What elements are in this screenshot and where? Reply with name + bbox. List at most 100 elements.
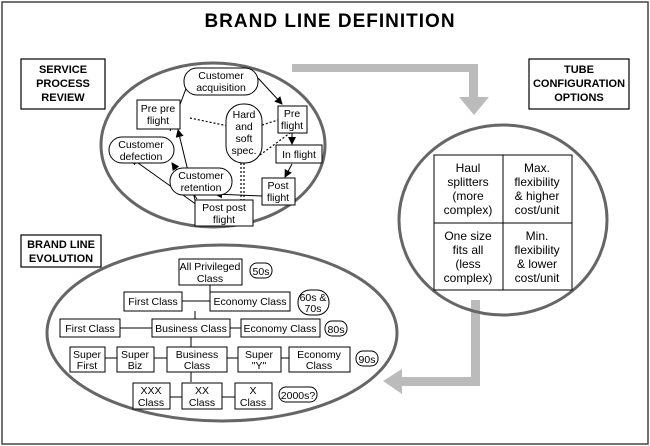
svg-text:Class: Class	[240, 397, 266, 409]
svg-text:soft: soft	[236, 133, 253, 145]
svg-text:50s: 50s	[253, 266, 270, 278]
svg-text:Hard: Hard	[233, 109, 256, 121]
evo-box-super-biz: Super Biz	[116, 346, 155, 373]
svg-text:Haul: Haul	[456, 161, 481, 175]
svg-text:X: X	[249, 385, 256, 397]
svg-text:Min.: Min.	[526, 229, 549, 243]
svg-text:BRAND LINE: BRAND LINE	[27, 239, 95, 251]
svg-text:SERVICE: SERVICE	[39, 64, 87, 76]
svg-text:Economy Class: Economy Class	[244, 323, 317, 335]
evo-box-business-class-90s: Business Class	[166, 346, 228, 373]
evo-box-first-class-80s: First Class	[59, 318, 121, 338]
svg-text:Customer: Customer	[118, 139, 164, 151]
svg-text:flexibility: flexibility	[514, 175, 559, 189]
svg-text:Post post: Post post	[202, 202, 246, 214]
svg-text:TUBE: TUBE	[564, 64, 594, 76]
svg-text:(more: (more	[452, 189, 484, 203]
tube-cell-haul-splitters: Haul splitters (more complex)	[444, 161, 493, 217]
svg-text:Pre pre: Pre pre	[141, 103, 176, 115]
svg-text:80s: 80s	[328, 324, 345, 336]
era-80s: 80s	[324, 320, 348, 337]
svg-text:flight: flight	[281, 120, 303, 132]
svg-text:70s: 70s	[305, 303, 322, 315]
node-post-flight: Post flight	[261, 177, 296, 206]
svg-text:XX: XX	[195, 385, 209, 397]
svg-text:"Y": "Y"	[252, 360, 267, 372]
tube-cell-one-size: One size fits all (less complex)	[444, 229, 493, 285]
evo-box-super-y: Super "Y"	[237, 346, 282, 373]
evo-box-economy-class-60s: Economy Class	[209, 291, 291, 312]
evolution-connectors	[105, 285, 289, 398]
svg-text:complex): complex)	[444, 271, 493, 285]
svg-text:Class: Class	[138, 397, 164, 409]
svg-text:Class: Class	[189, 397, 215, 409]
brand-evolution-label: BRAND LINE EVOLUTION	[20, 234, 102, 268]
svg-text:Class: Class	[184, 360, 210, 372]
svg-text:fits all: fits all	[453, 243, 484, 257]
svg-text:Customer: Customer	[198, 70, 244, 82]
era-2000s: 2000s?	[278, 386, 318, 403]
era-50s: 50s	[249, 262, 273, 279]
svg-text:Customer: Customer	[178, 170, 224, 182]
node-customer-defection: Customer defection	[108, 136, 175, 164]
node-post-post-flight: Post post flight	[194, 199, 254, 227]
evo-box-all-privileged: All Privileged Class	[178, 258, 243, 286]
node-customer-retention: Customer retention	[169, 167, 233, 196]
evo-box-business-class-80s: Business Class	[151, 318, 231, 338]
svg-text:flight: flight	[147, 115, 169, 127]
svg-text:Business: Business	[176, 349, 219, 361]
node-in-flight: In flight	[275, 144, 323, 164]
svg-text:retention: retention	[181, 182, 222, 194]
svg-text:flexibility: flexibility	[514, 243, 559, 257]
svg-text:& higher: & higher	[515, 189, 560, 203]
svg-text:One size: One size	[444, 229, 492, 243]
node-pre-pre-flight: Pre pre flight	[136, 99, 181, 130]
svg-text:spec.: spec.	[231, 145, 256, 157]
svg-text:complex): complex)	[444, 203, 493, 217]
svg-text:OPTIONS: OPTIONS	[554, 92, 604, 104]
svg-text:Economy Class: Economy Class	[214, 296, 287, 308]
svg-text:60s &: 60s &	[300, 292, 327, 304]
node-customer-acquisition: Customer acquisition	[183, 67, 259, 96]
evo-box-super-first: Super First	[69, 346, 106, 373]
svg-text:Class: Class	[197, 273, 223, 285]
svg-text:Business Class: Business Class	[155, 323, 227, 335]
process-dotted-links	[189, 117, 291, 200]
era-90s: 90s	[355, 350, 379, 367]
svg-text:CONFIGURATION: CONFIGURATION	[533, 78, 625, 90]
svg-text:Biz: Biz	[128, 360, 143, 372]
svg-text:90s: 90s	[359, 354, 376, 366]
svg-text:Post: Post	[267, 180, 288, 192]
svg-text:defection: defection	[120, 151, 163, 163]
evo-box-economy-class-80s: Economy Class	[240, 318, 321, 338]
evo-box-economy-class-90s: Economy Class	[288, 346, 351, 373]
svg-text:flight: flight	[213, 214, 235, 226]
svg-text:cost/unit: cost/unit	[515, 203, 560, 217]
svg-text:EVOLUTION: EVOLUTION	[29, 253, 93, 265]
tube-config-label: TUBE CONFIGURATION OPTIONS	[528, 58, 630, 110]
svg-text:Pre: Pre	[284, 108, 301, 120]
node-pre-flight: Pre flight	[277, 105, 308, 134]
svg-text:flight: flight	[267, 192, 289, 204]
svg-text:acquisition: acquisition	[196, 82, 246, 94]
svg-text:XXX: XXX	[140, 385, 161, 397]
svg-text:First Class: First Class	[128, 296, 178, 308]
evo-box-xx-class: XX Class	[181, 382, 223, 410]
tube-config-grid	[433, 154, 573, 291]
svg-text:cost/unit: cost/unit	[515, 271, 560, 285]
service-process-ellipse	[99, 61, 327, 229]
svg-text:2000s?: 2000s?	[281, 390, 316, 402]
svg-text:Super: Super	[245, 349, 274, 361]
tube-cell-min-flexibility: Min. flexibility & lower cost/unit	[514, 229, 560, 285]
svg-text:First: First	[77, 360, 97, 372]
svg-text:PROCESS: PROCESS	[36, 78, 90, 90]
evo-box-xxx-class: XXX Class	[132, 382, 171, 410]
tube-config-circle	[397, 123, 609, 317]
node-hard-soft-spec: Hard and soft spec.	[225, 103, 263, 164]
page-title: BRAND LINE DEFINITION	[204, 11, 455, 32]
evo-box-first-class-60s: First Class	[123, 291, 183, 312]
svg-text:splitters: splitters	[447, 175, 488, 189]
svg-text:All Privileged: All Privileged	[180, 261, 241, 273]
